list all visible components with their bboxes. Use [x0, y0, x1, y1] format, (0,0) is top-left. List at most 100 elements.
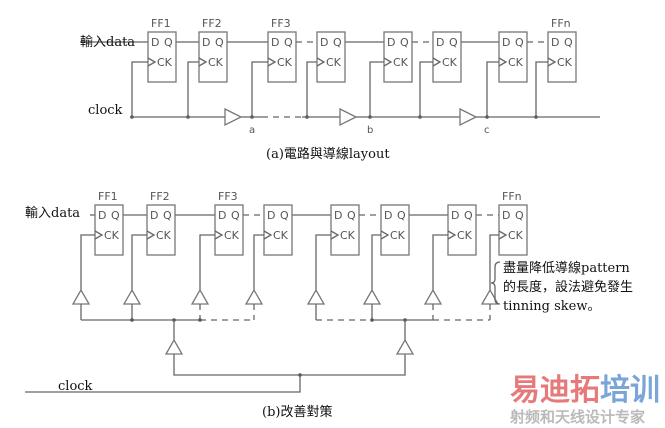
- clock-edge-icon: [316, 57, 326, 67]
- flip-flop-box: [146, 204, 176, 256]
- pin-q: Q: [284, 36, 293, 49]
- pin-ck: CK: [390, 229, 406, 242]
- clock-label-a: clock: [88, 103, 123, 118]
- pin-q: Q: [449, 36, 458, 49]
- flip-flop-box: [498, 31, 528, 83]
- watermark-title-b: 培训: [600, 373, 660, 408]
- buffer-icon: [362, 288, 382, 305]
- pin-d: D: [151, 36, 159, 49]
- clock-edge-icon: [147, 57, 157, 67]
- ff-label: FFn: [551, 17, 571, 30]
- wire: [486, 61, 499, 117]
- pin-d: D: [150, 209, 158, 222]
- pin-q: Q: [231, 209, 240, 222]
- pin-d: D: [218, 209, 226, 222]
- ff-label: FF2: [202, 17, 222, 30]
- buffer-icon: [423, 288, 443, 305]
- pin-ck: CK: [208, 56, 224, 69]
- data-input-label-a: 輸入data: [80, 35, 135, 50]
- junction-dot: [130, 318, 134, 322]
- flip-flop-box: [214, 204, 244, 256]
- pin-ck: CK: [393, 56, 409, 69]
- pin-d: D: [334, 209, 342, 222]
- note-line-1: 盡量降低導線pattern: [503, 260, 630, 276]
- pin-q: Q: [333, 36, 342, 49]
- pin-q: Q: [280, 209, 289, 222]
- flip-flop-box: [383, 31, 413, 83]
- pin-q: Q: [464, 209, 473, 222]
- pin-d: D: [271, 36, 279, 49]
- clock-edge-icon: [498, 57, 508, 67]
- wire: [199, 234, 215, 290]
- data-input-label-b: 輸入data: [25, 206, 80, 221]
- ff-label: FF3: [218, 190, 238, 203]
- buffer-icon: [244, 288, 264, 305]
- note-line-3: tinning skew。: [503, 299, 600, 314]
- pin-ck: CK: [326, 56, 342, 69]
- buffer-icon: [339, 107, 358, 127]
- pin-ck: CK: [224, 229, 240, 242]
- wire: [173, 354, 406, 376]
- clock-edge-icon: [263, 230, 273, 240]
- ff-label: FF1: [151, 17, 171, 30]
- pin-q: Q: [111, 209, 120, 222]
- wire: [131, 61, 148, 117]
- wire: [251, 61, 268, 117]
- flip-flop-box: [498, 204, 528, 256]
- clock-edge-icon: [146, 230, 156, 240]
- wire: [80, 234, 95, 290]
- wire: [489, 234, 499, 290]
- clock-edge-icon: [214, 230, 224, 240]
- pin-q: Q: [163, 209, 172, 222]
- buffer-icon: [395, 338, 415, 355]
- flip-flop-box: [432, 31, 462, 83]
- pin-q: Q: [347, 209, 356, 222]
- junction-dot: [198, 318, 202, 322]
- wire: [253, 234, 264, 290]
- pin-d: D: [502, 36, 510, 49]
- pin-d: D: [551, 36, 559, 49]
- buffer-icon: [71, 288, 91, 305]
- pin-ck: CK: [277, 56, 293, 69]
- ff-label: FF1: [98, 190, 118, 203]
- buffer-icon: [306, 288, 326, 305]
- clock-edge-icon: [198, 57, 208, 67]
- flip-flop-box: [147, 31, 177, 83]
- pin-ck: CK: [273, 229, 289, 242]
- buffer-icon: [164, 338, 184, 355]
- ff-label: FF2: [150, 190, 170, 203]
- pin-q: Q: [397, 209, 406, 222]
- buffer-icon: [190, 288, 210, 305]
- note-line-2: 的長度，設法避免發生: [503, 279, 633, 295]
- pin-ck: CK: [442, 56, 458, 69]
- node-label-c: c: [484, 125, 490, 136]
- clock-edge-icon: [94, 230, 104, 240]
- pin-q: Q: [515, 209, 524, 222]
- clock-edge-icon: [380, 230, 390, 240]
- ff-label: FF3: [271, 17, 291, 30]
- wire: [315, 234, 331, 290]
- node-label-b: b: [367, 125, 373, 136]
- buffer-icon: [122, 288, 142, 305]
- wire: [535, 61, 548, 117]
- pin-ck: CK: [508, 56, 524, 69]
- pin-ck: CK: [157, 56, 173, 69]
- flip-flop-box: [380, 204, 410, 256]
- junction-dot: [370, 318, 374, 322]
- wire: [371, 234, 381, 290]
- pin-q: Q: [164, 36, 173, 49]
- wire: [131, 234, 147, 290]
- pin-q: Q: [215, 36, 224, 49]
- buffer-icon: [459, 107, 478, 127]
- pin-d: D: [387, 36, 395, 49]
